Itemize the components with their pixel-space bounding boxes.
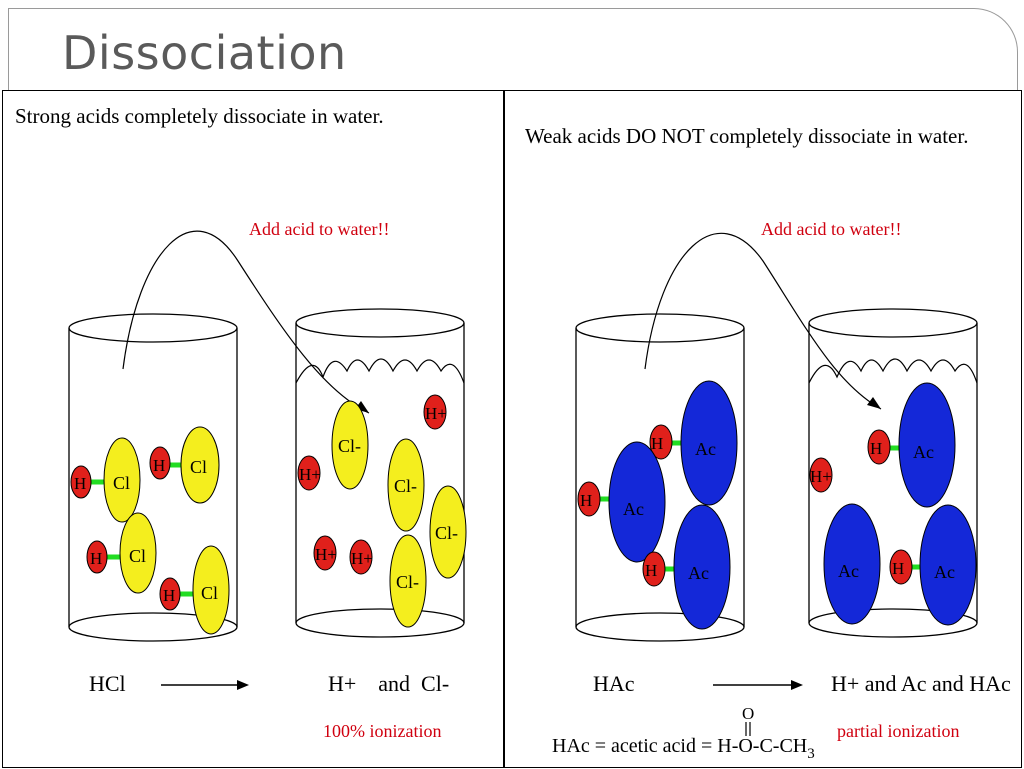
hcl-molecule: H Cl xyxy=(86,512,157,594)
svg-text:H: H xyxy=(74,474,86,493)
svg-text:H: H xyxy=(580,491,592,510)
pour-arrow xyxy=(122,230,370,414)
svg-text:Cl-: Cl- xyxy=(396,572,419,592)
svg-text:H+: H+ xyxy=(315,545,337,564)
weak-reactant: HAc xyxy=(593,671,635,696)
weak-acid-panel: Weak acids DO NOT completely dissociate … xyxy=(504,90,1022,768)
svg-text:Ac: Ac xyxy=(913,442,934,462)
reaction-arrowhead xyxy=(791,680,803,690)
svg-text:Cl-: Cl- xyxy=(338,436,361,456)
svg-text:Cl: Cl xyxy=(190,457,207,477)
svg-text:H: H xyxy=(892,559,904,578)
hydrogen-ion: H+ xyxy=(423,394,447,430)
svg-text:Ac: Ac xyxy=(695,439,716,459)
chloride-ion: Cl- xyxy=(429,485,467,579)
svg-text:H: H xyxy=(645,561,657,580)
hydrogen-ion: H+ xyxy=(297,455,321,491)
svg-text:H: H xyxy=(870,439,882,458)
slide-title: Dissociation xyxy=(62,26,347,80)
hydrogen-label: H xyxy=(651,434,663,453)
svg-text:Cl: Cl xyxy=(129,546,146,566)
pour-arrow xyxy=(644,232,882,410)
hac-molecule: H Ac xyxy=(577,441,666,563)
strong-annotation: Add acid to water!! xyxy=(249,219,389,239)
strong-acid-panel: Strong acids completely dissociate in wa… xyxy=(2,90,504,768)
weak-products: H+ and Ac and HAc xyxy=(831,671,1011,696)
svg-text:H+: H+ xyxy=(351,549,373,568)
hcl-beaker xyxy=(68,313,238,642)
hydrogen-ion: H+ xyxy=(809,457,833,493)
carbonyl-oxygen: O xyxy=(742,704,754,723)
reaction-arrowhead xyxy=(237,680,249,690)
water-beaker-strong xyxy=(295,308,465,638)
hac-molecule: H Ac xyxy=(889,504,977,626)
chloride-ion: Cl- xyxy=(331,400,369,490)
svg-text:Ac: Ac xyxy=(623,499,644,519)
strong-acid-diagram: Strong acids completely dissociate in wa… xyxy=(15,104,467,741)
svg-text:Cl: Cl xyxy=(113,473,130,493)
svg-text:H: H xyxy=(163,586,175,605)
weak-acid-diagram: Weak acids DO NOT completely dissociate … xyxy=(525,124,1011,762)
svg-text:H+: H+ xyxy=(299,465,321,484)
svg-text:H+: H+ xyxy=(810,467,832,486)
hac-molecule: H Ac xyxy=(649,380,738,506)
weak-annotation: Add acid to water!! xyxy=(761,219,901,239)
svg-text:H+: H+ xyxy=(425,404,447,423)
strong-reactant: HCl xyxy=(89,671,126,696)
hcl-molecule: H Cl xyxy=(159,545,230,635)
chloride-ion: Cl- xyxy=(387,438,425,532)
hydrogen-ion: H+ xyxy=(349,539,373,575)
hcl-molecule: H Cl xyxy=(149,426,220,504)
hac-molecule: H Ac xyxy=(867,382,956,508)
acetic-acid-definition: HAc = acetic acid = H-O-C-CH3 xyxy=(552,735,815,762)
svg-text:Ac: Ac xyxy=(934,562,955,582)
strong-heading: Strong acids completely dissociate in wa… xyxy=(15,104,384,128)
strong-products: H+ and Cl- xyxy=(328,671,449,696)
svg-text:Ac: Ac xyxy=(838,561,859,581)
acetate-ion: Ac xyxy=(823,503,881,625)
weak-heading: Weak acids DO NOT completely dissociate … xyxy=(525,124,968,148)
svg-text:Ac: Ac xyxy=(688,563,709,583)
svg-text:H: H xyxy=(153,456,165,475)
svg-text:H: H xyxy=(90,549,102,568)
hcl-molecule: H Cl xyxy=(70,437,141,523)
water-beaker-weak xyxy=(808,308,978,638)
svg-text:Cl-: Cl- xyxy=(394,476,417,496)
svg-text:Cl: Cl xyxy=(201,583,218,603)
weak-result: partial ionization xyxy=(837,721,959,741)
hac-beaker xyxy=(575,313,745,642)
pour-arrowhead xyxy=(867,397,881,409)
hac-molecule: H Ac xyxy=(642,504,731,630)
svg-text:Cl-: Cl- xyxy=(435,523,458,543)
chloride-ion: Cl- xyxy=(389,534,427,628)
hydrogen-ion: H+ xyxy=(313,535,337,571)
strong-result: 100% ionization xyxy=(323,721,441,741)
